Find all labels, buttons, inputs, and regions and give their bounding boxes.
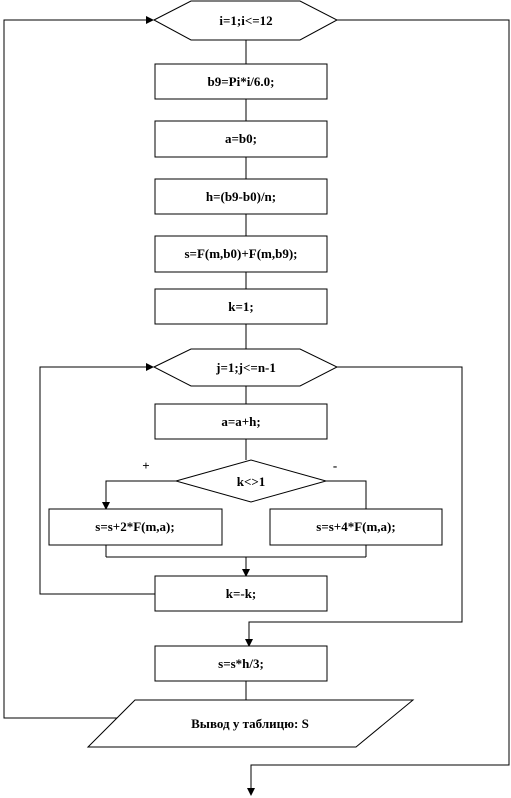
step-s-init: s=F(m,b0)+F(m,b9); xyxy=(154,235,328,273)
step-a-update: a=a+h; xyxy=(154,403,328,440)
step-a-init: a=b0; xyxy=(154,120,328,158)
step-a-update-label: a=a+h; xyxy=(221,414,260,429)
step-h-label: h=(b9-b0)/n; xyxy=(206,189,276,204)
inner-loop-label: j=1;j<=n-1 xyxy=(215,360,276,375)
branch-yes: s=s+2*F(m,a); xyxy=(48,508,223,546)
output: Вывод у таблицю: S xyxy=(86,699,415,748)
step-b9: b9=Pi*i/6.0; xyxy=(154,63,328,100)
step-a-init-label: a=b0; xyxy=(225,131,257,146)
step-h: h=(b9-b0)/n; xyxy=(154,178,328,215)
step-k-negate-label: k=-k; xyxy=(226,586,257,601)
branch-no: s=s+4*F(m,a); xyxy=(269,508,443,546)
decision-condition: k<>1 xyxy=(237,474,266,489)
step-s-final-label: s=s*h/3; xyxy=(218,656,264,671)
outer-loop-header: i=1;i<=12 xyxy=(152,0,339,41)
connectors xyxy=(3,16,510,796)
decision-no-label: - xyxy=(333,458,337,473)
step-s-init-label: s=F(m,b0)+F(m,b9); xyxy=(184,246,297,261)
decision: k<>1 + - xyxy=(142,458,337,503)
step-b9-label: b9=Pi*i/6.0; xyxy=(208,74,275,89)
step-k-init-label: k=1; xyxy=(228,299,253,314)
step-k-init: k=1; xyxy=(154,288,328,325)
inner-loop-header: j=1;j<=n-1 xyxy=(152,348,339,387)
step-k-negate: k=-k; xyxy=(154,575,328,612)
output-label: Вывод у таблицю: S xyxy=(191,716,309,731)
branch-yes-label: s=s+2*F(m,a); xyxy=(95,519,174,534)
step-s-final: s=s*h/3; xyxy=(154,645,328,682)
outer-loop-label: i=1;i<=12 xyxy=(219,13,272,28)
decision-yes-label: + xyxy=(142,458,149,473)
branch-no-label: s=s+4*F(m,a); xyxy=(316,519,395,534)
